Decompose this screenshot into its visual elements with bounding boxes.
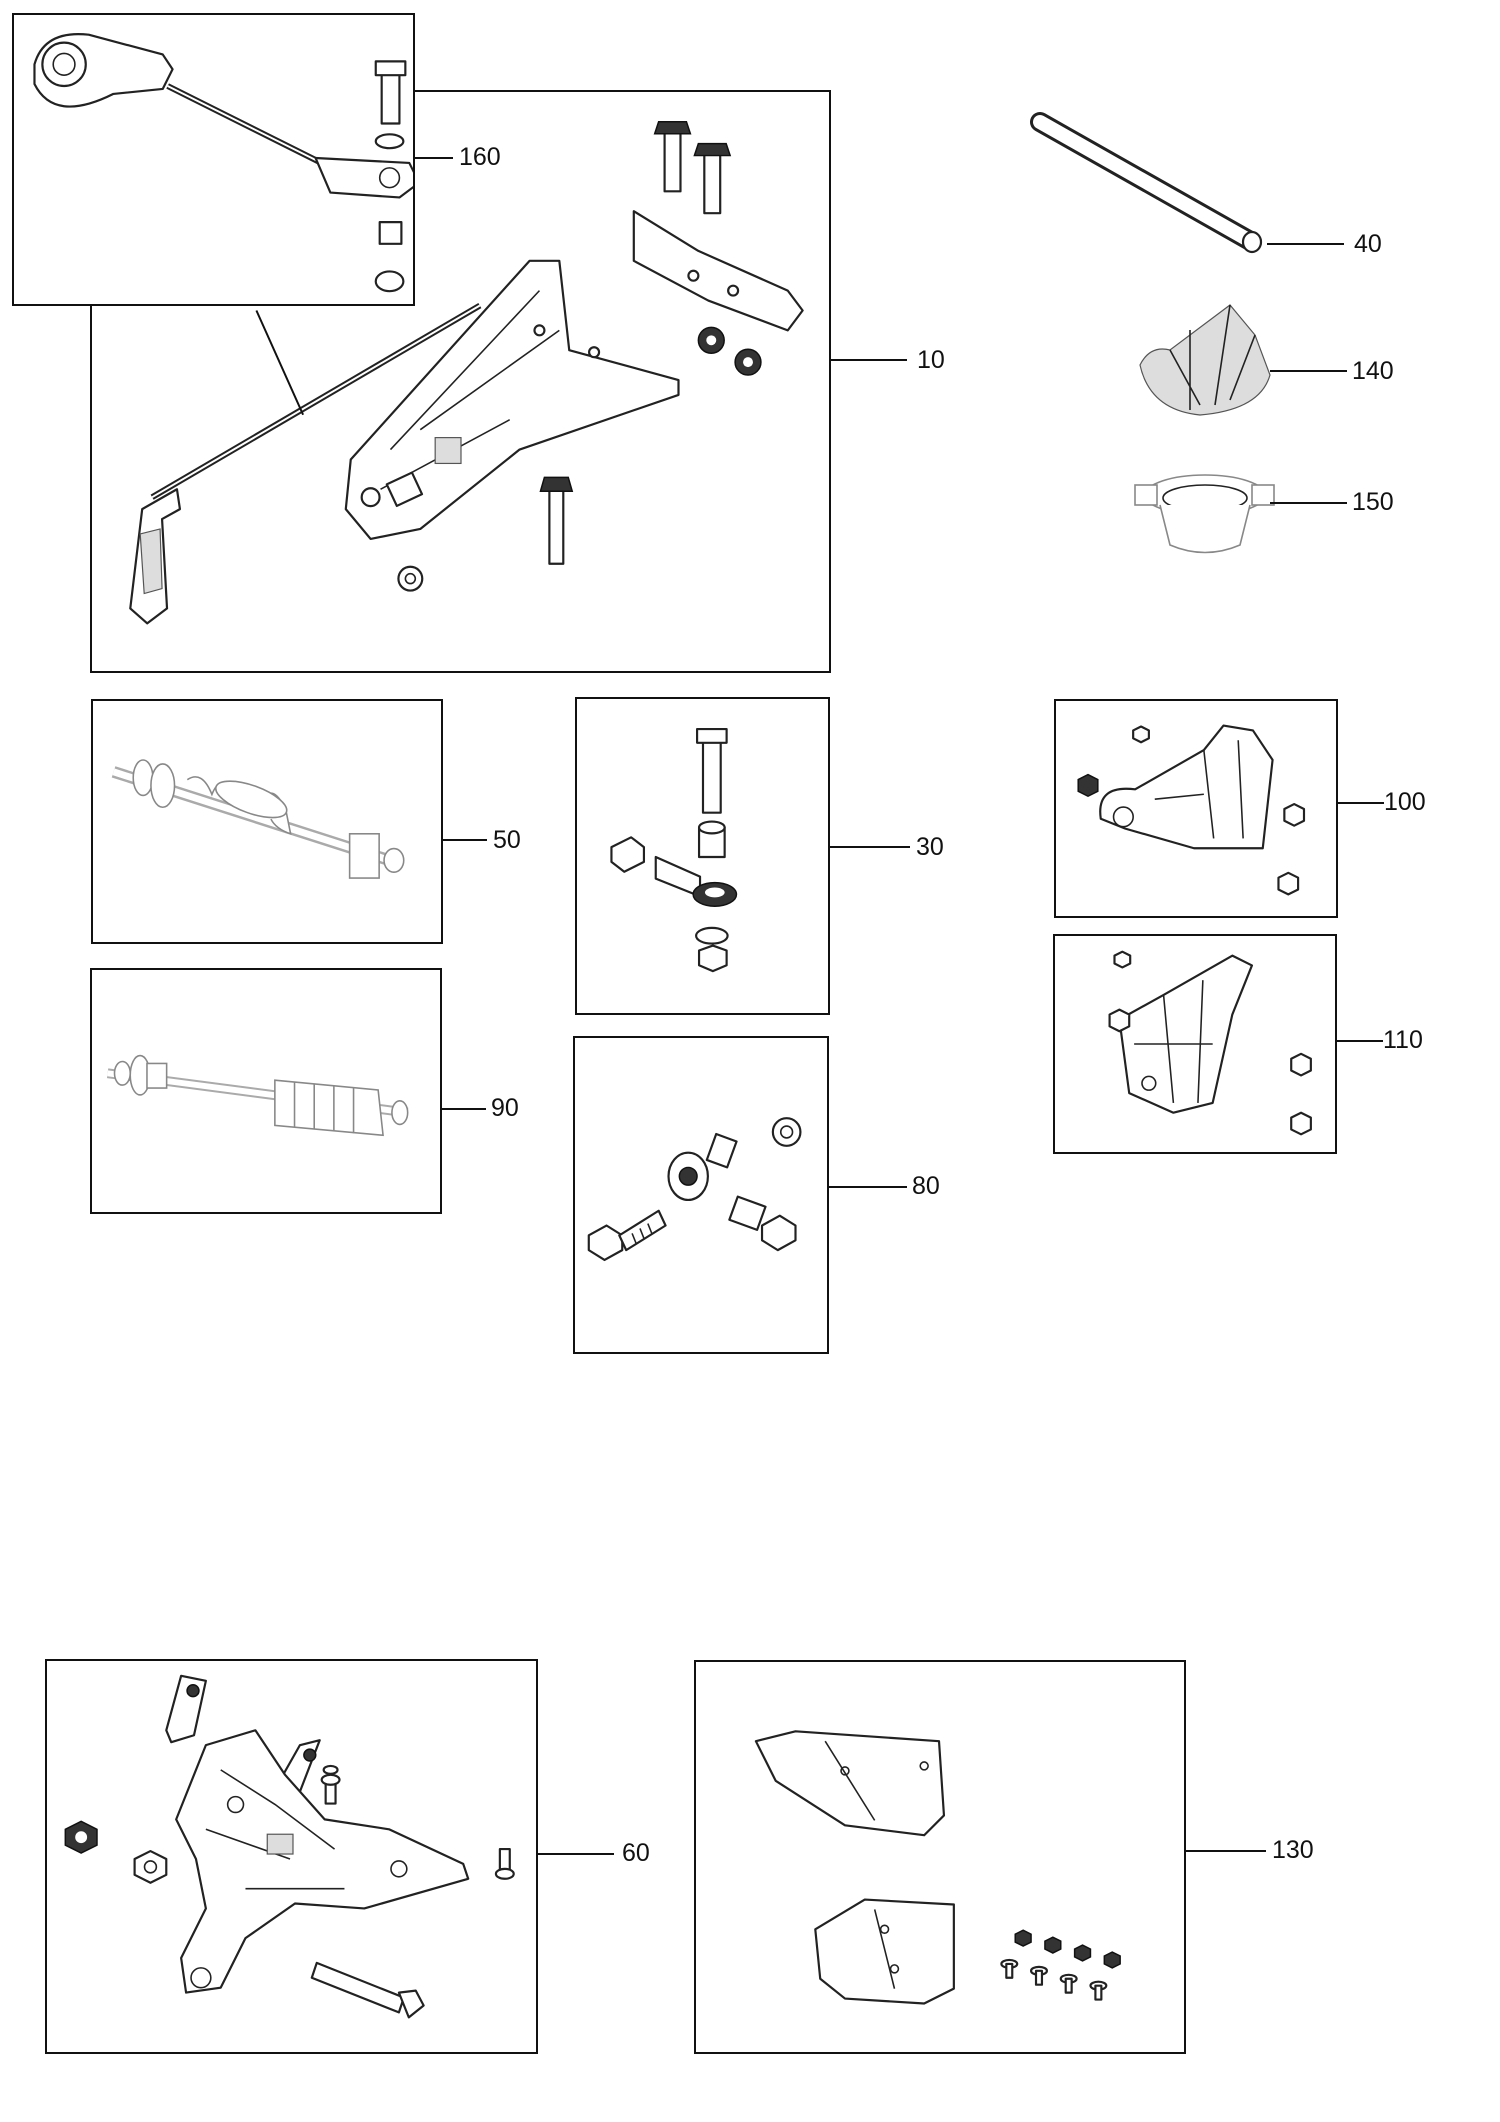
- callout-140: 140: [1352, 357, 1394, 385]
- callout-50: 50: [493, 826, 521, 854]
- panel-10-bracket-assembly: [90, 90, 831, 673]
- part-140-filter: [1130, 295, 1275, 420]
- panel-160-inset-link: [12, 13, 415, 306]
- callout-60: 60: [622, 1839, 650, 1867]
- callout-150: 150: [1352, 488, 1394, 516]
- leader-50: [443, 839, 487, 841]
- guard-plate-kit-drawing: [754, 1730, 1121, 2005]
- panel-100-bracket-kit: [1054, 699, 1338, 918]
- filter-drawing: [1139, 304, 1271, 416]
- housing-drawing: [1134, 474, 1275, 554]
- panel-110-bracket-kit: [1053, 934, 1337, 1154]
- callout-40: 40: [1354, 230, 1382, 258]
- bracket-assembly-drawing: [129, 121, 804, 625]
- leader-150: [1270, 502, 1347, 504]
- leader-110: [1337, 1040, 1383, 1042]
- leader-100: [1338, 802, 1384, 804]
- leader-160: [415, 157, 453, 159]
- bushing-kit-drawing: [587, 1117, 802, 1262]
- spring-shock-drawing: [111, 759, 405, 879]
- panel-30-rod-end: [575, 697, 830, 1015]
- leader-10: [831, 359, 907, 361]
- panel-130-guard-plate-kit: [694, 1660, 1186, 2054]
- leader-60: [538, 1853, 614, 1855]
- callout-90: 90: [491, 1094, 519, 1122]
- panel-90-damper: [90, 968, 442, 1214]
- mount-bracket-kit-drawing: [64, 1674, 515, 2019]
- callout-10: 10: [917, 346, 945, 374]
- leader-80: [829, 1186, 907, 1188]
- tube-drawing: [1030, 112, 1263, 254]
- leader-30: [830, 846, 910, 848]
- panel-60-mount-bracket-kit: [45, 1659, 538, 2054]
- panel-50-spring-shock: [91, 699, 443, 944]
- leader-90: [442, 1108, 486, 1110]
- callout-160: 160: [459, 143, 501, 171]
- panel-80-bushing-kit: [573, 1036, 829, 1354]
- part-150-housing: [1130, 460, 1280, 560]
- callout-30: 30: [916, 833, 944, 861]
- callout-100: 100: [1384, 788, 1426, 816]
- leader-130: [1186, 1850, 1266, 1852]
- damper-drawing: [106, 1054, 409, 1137]
- part-40-tube: [1020, 100, 1280, 260]
- rod-end-drawing: [610, 727, 738, 973]
- link-rod-drawing: [33, 33, 413, 293]
- callout-80: 80: [912, 1172, 940, 1200]
- bracket-kit-110-drawing: [1108, 950, 1312, 1136]
- callout-130: 130: [1272, 1836, 1314, 1864]
- leader-140: [1270, 370, 1347, 372]
- leader-40: [1267, 243, 1344, 245]
- callout-110: 110: [1383, 1026, 1423, 1054]
- bracket-kit-100-drawing: [1077, 724, 1306, 896]
